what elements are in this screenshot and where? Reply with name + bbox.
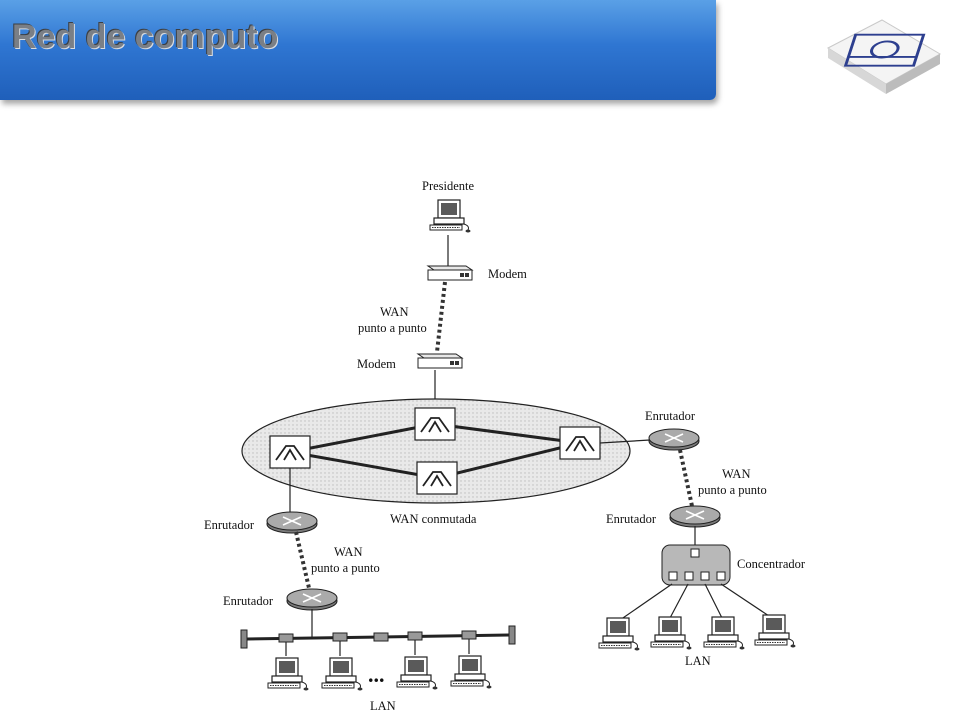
concentrador-hub: [661, 544, 731, 586]
label-wan-right-2: punto a punto: [698, 483, 767, 497]
bus-terminator-right: [508, 625, 516, 645]
switch-top: [414, 407, 456, 441]
label-enrutador-right-bottom: Enrutador: [606, 512, 657, 526]
label-modem-mid: Modem: [357, 357, 396, 371]
wan-link-left: [294, 531, 311, 589]
modem-top: [427, 265, 473, 281]
router-right-top: [648, 428, 700, 451]
wan-conmutada-cloud: [241, 398, 631, 504]
label-wan-left-1: WAN: [334, 545, 362, 559]
pc-presidente: [429, 199, 472, 234]
pc-lan-right-2: [650, 616, 693, 651]
label-concentrador: Concentrador: [737, 557, 806, 571]
pc-lan-right-3: [703, 616, 746, 651]
pc-lan-left-4: [450, 655, 493, 690]
label-enrutador-left-bottom: Enrutador: [223, 594, 274, 608]
label-modem-top: Modem: [488, 267, 527, 281]
slide-title: Red de computo: [12, 18, 279, 56]
label-presidente: Presidente: [422, 179, 475, 193]
label-wan-top-1: WAN: [380, 305, 408, 319]
label-wan-top-2: punto a punto: [358, 321, 427, 335]
pc-lan-left-2: [321, 657, 364, 692]
pc-lan-left-3: [396, 656, 439, 691]
label-wan-conmutada: WAN conmutada: [390, 512, 477, 526]
label-lan-right: LAN: [685, 654, 711, 668]
title-banner: Red de computo: [0, 0, 716, 100]
wan-link-right: [678, 449, 694, 507]
router-left-bottom: [286, 588, 338, 611]
router-right-bottom: [669, 505, 721, 528]
router-left-top: [266, 511, 318, 534]
switch-left: [269, 435, 311, 469]
pc-lan-left-1: [267, 657, 310, 692]
modem-mid: [417, 353, 463, 369]
label-ellipsis: ...: [368, 662, 385, 687]
label-enrutador-left-top: Enrutador: [204, 518, 255, 532]
dgeti-logo: [826, 19, 942, 94]
bus-terminator-left: [240, 629, 248, 649]
label-lan-left: LAN: [370, 699, 396, 713]
pc-lan-right-4: [754, 614, 797, 649]
switch-right: [559, 426, 601, 460]
pc-lan-right-1: [598, 617, 641, 652]
switch-bottom: [416, 461, 458, 495]
label-enrutador-right-top: Enrutador: [645, 409, 696, 423]
label-wan-right-1: WAN: [722, 467, 750, 481]
label-wan-left-2: punto a punto: [311, 561, 380, 575]
wan-link-top: [435, 281, 447, 353]
